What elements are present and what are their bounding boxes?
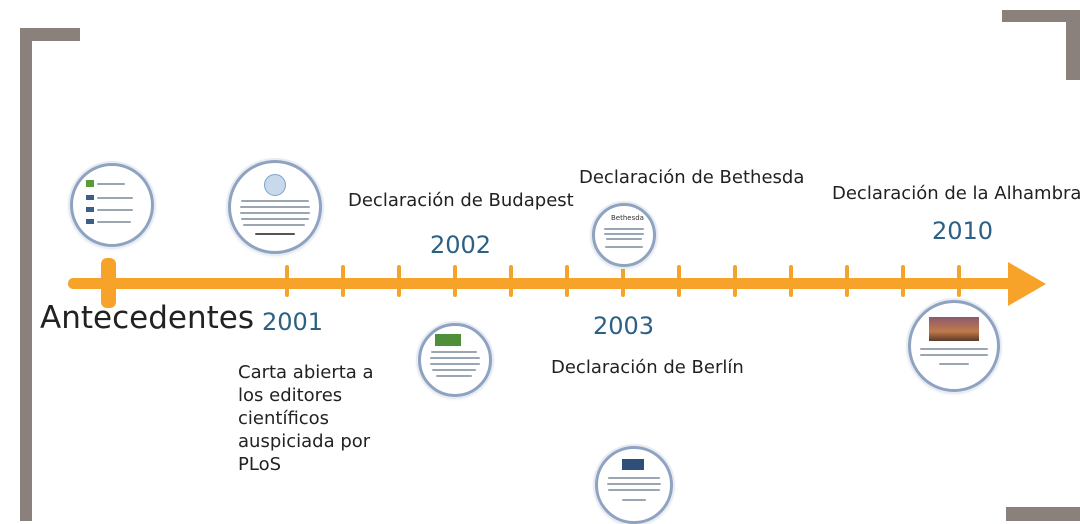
bethesda-thumb-title: Bethesda — [611, 214, 644, 222]
thumb-text-line — [432, 369, 476, 371]
timeline-tick — [677, 265, 681, 297]
thumb-text-line — [939, 363, 969, 365]
thumb-text-line — [430, 357, 480, 359]
antecedentes-label[interactable]: Antecedentes — [40, 300, 254, 336]
thumb-logo-icon — [86, 180, 94, 187]
thumb-logo-icon — [86, 195, 94, 200]
bracket-left-top — [20, 28, 80, 41]
thumb-text-line — [97, 183, 125, 185]
thumb-text-line — [240, 212, 310, 214]
thumb-text-line — [604, 228, 644, 230]
carta-abierta-text: Carta abierta a los editores científicos… — [238, 362, 374, 475]
thumb-text-line — [97, 221, 131, 223]
antecedentes-thumbnail[interactable] — [70, 163, 154, 247]
timeline-arrowhead — [1008, 262, 1046, 306]
timeline-tick — [621, 265, 625, 297]
thumb-logo-icon — [86, 207, 94, 212]
bethesda-thumbnail[interactable]: Bethesda — [592, 203, 656, 267]
timeline-tick — [397, 265, 401, 297]
timeline-tick — [789, 265, 793, 297]
boai-logo-icon — [435, 334, 461, 346]
event-berlin[interactable]: Declaración de Berlín — [551, 357, 744, 378]
alhambra-photo-icon — [929, 317, 979, 341]
event-budapest[interactable]: Declaración de Budapest — [348, 190, 574, 211]
thumb-text-line — [431, 351, 477, 353]
thumb-text-line — [430, 363, 480, 365]
timeline-tick — [453, 265, 457, 297]
thumb-text-line — [608, 477, 660, 479]
year-2010: 2010 — [932, 217, 994, 245]
bracket-right-top — [1002, 10, 1080, 22]
timeline-tick — [733, 265, 737, 297]
timeline-tick — [565, 265, 569, 297]
timeline-tick — [957, 265, 961, 297]
bracket-right-side — [1066, 10, 1080, 80]
thumb-text-line — [622, 499, 646, 501]
thumb-text-line — [605, 246, 643, 248]
year-2002: 2002 — [430, 231, 492, 259]
thumb-text-line — [920, 354, 988, 356]
thumb-text-line — [604, 233, 644, 235]
event-alhambra[interactable]: Declaración de la Alhambra — [832, 183, 1080, 204]
plos-globe-icon — [264, 174, 286, 196]
thumb-text-line — [255, 233, 295, 235]
thumb-text-line — [241, 218, 309, 220]
thumb-text-line — [97, 197, 133, 199]
timeline-tick — [509, 265, 513, 297]
thumb-text-line — [608, 489, 660, 491]
berlin-thumbnail[interactable] — [595, 446, 673, 524]
thumb-text-line — [240, 206, 310, 208]
thumb-text-line — [606, 238, 642, 240]
timeline-tick — [285, 265, 289, 297]
timeline-tick — [901, 265, 905, 297]
timeline-axis — [68, 278, 1028, 289]
thumb-text-line — [241, 200, 309, 202]
bracket-left-side — [20, 28, 32, 521]
timeline-start-marker — [101, 258, 116, 308]
event-bethesda[interactable]: Declaración de Bethesda — [579, 167, 805, 188]
thumb-logo-icon — [86, 219, 94, 224]
year-2001: 2001 — [262, 308, 324, 336]
thumb-text-line — [607, 483, 661, 485]
alhambra-thumbnail[interactable] — [908, 300, 1000, 392]
timeline-tick — [341, 265, 345, 297]
timeline-tick — [845, 265, 849, 297]
bracket-right-bottom — [1006, 507, 1080, 521]
thumb-text-line — [243, 224, 305, 226]
thumb-text-line — [920, 348, 988, 350]
thumb-text-line — [436, 375, 472, 377]
budapest-thumbnail[interactable] — [418, 323, 492, 397]
year-2003: 2003 — [593, 312, 655, 340]
berlin-logo-icon — [622, 459, 644, 470]
carta-abierta-thumbnail[interactable] — [228, 160, 322, 254]
thumb-text-line — [97, 209, 133, 211]
